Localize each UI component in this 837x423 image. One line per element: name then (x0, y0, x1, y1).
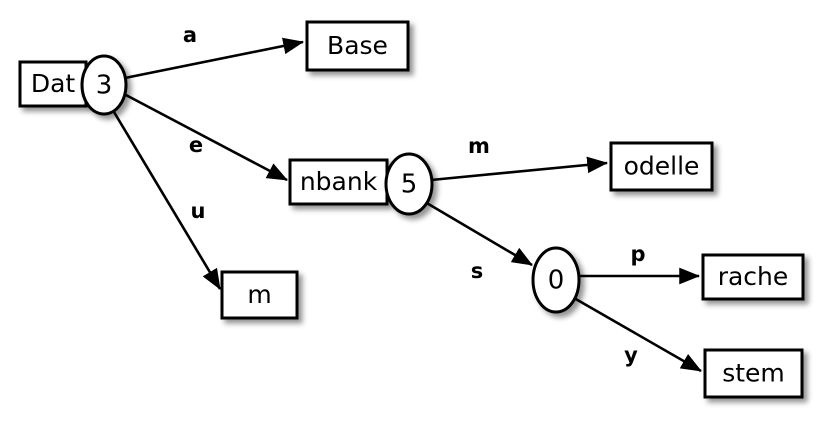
node-label-n0: Dat (31, 69, 76, 98)
edge-labels-layer: a e u m s p y (183, 23, 646, 367)
edges-layer (112, 37, 702, 373)
edge-label-a: a (183, 23, 197, 47)
graph-node-n0[interactable]: Dat (18, 60, 88, 108)
graph-node-n3[interactable]: m (220, 270, 299, 320)
edge-label-e: e (189, 133, 203, 157)
graph-node-n6[interactable]: stem (703, 348, 804, 399)
edge-label-s: s (471, 259, 484, 283)
graph-edge-y (573, 296, 702, 373)
node-shape-rect (288, 158, 389, 206)
nodes-layer: Dat 3 Base nbank 5 m odelle 0 rache stem (18, 20, 805, 399)
node-shape-ellipse (531, 246, 581, 314)
graph-edge-e (123, 92, 288, 182)
node-label-n4: odelle (624, 152, 700, 181)
node-label-n6: stem (722, 359, 785, 388)
graph-node-n4[interactable]: odelle (609, 141, 714, 192)
edge-label-u: u (191, 199, 206, 223)
graph-edge-a (124, 37, 305, 80)
node-shape-rect (305, 20, 410, 72)
graph-node-n2[interactable]: nbank (288, 158, 389, 206)
graph-node-s3[interactable]: 3 (80, 54, 128, 116)
graph-node-n5[interactable]: rache (701, 253, 805, 301)
node-shape-rect (18, 60, 88, 108)
node-label-n5: rache (718, 262, 789, 291)
node-label-s3: 3 (96, 71, 113, 101)
edge-label-m: m (468, 134, 490, 158)
node-label-n1: Base (327, 31, 388, 60)
node-shape-ellipse (80, 54, 128, 116)
node-shape-rect (703, 348, 804, 399)
node-shape-rect (220, 270, 299, 320)
graph-edge-m (430, 156, 609, 182)
node-label-s0: 0 (548, 266, 565, 296)
graph-edge-u (112, 111, 222, 290)
node-shape-ellipse (384, 152, 434, 216)
graph-node-n1[interactable]: Base (305, 20, 410, 72)
edge-label-y: y (624, 343, 638, 367)
edge-label-p: p (630, 242, 645, 266)
graph-edge-s (424, 200, 533, 267)
node-shape-rect (609, 141, 714, 192)
graph-node-s5[interactable]: 5 (384, 152, 434, 216)
node-label-s5: 5 (401, 170, 418, 200)
node-shape-rect (701, 253, 805, 301)
node-label-n2: nbank (300, 167, 378, 196)
graph-node-s0[interactable]: 0 (531, 246, 581, 314)
node-label-n3: m (247, 280, 271, 309)
